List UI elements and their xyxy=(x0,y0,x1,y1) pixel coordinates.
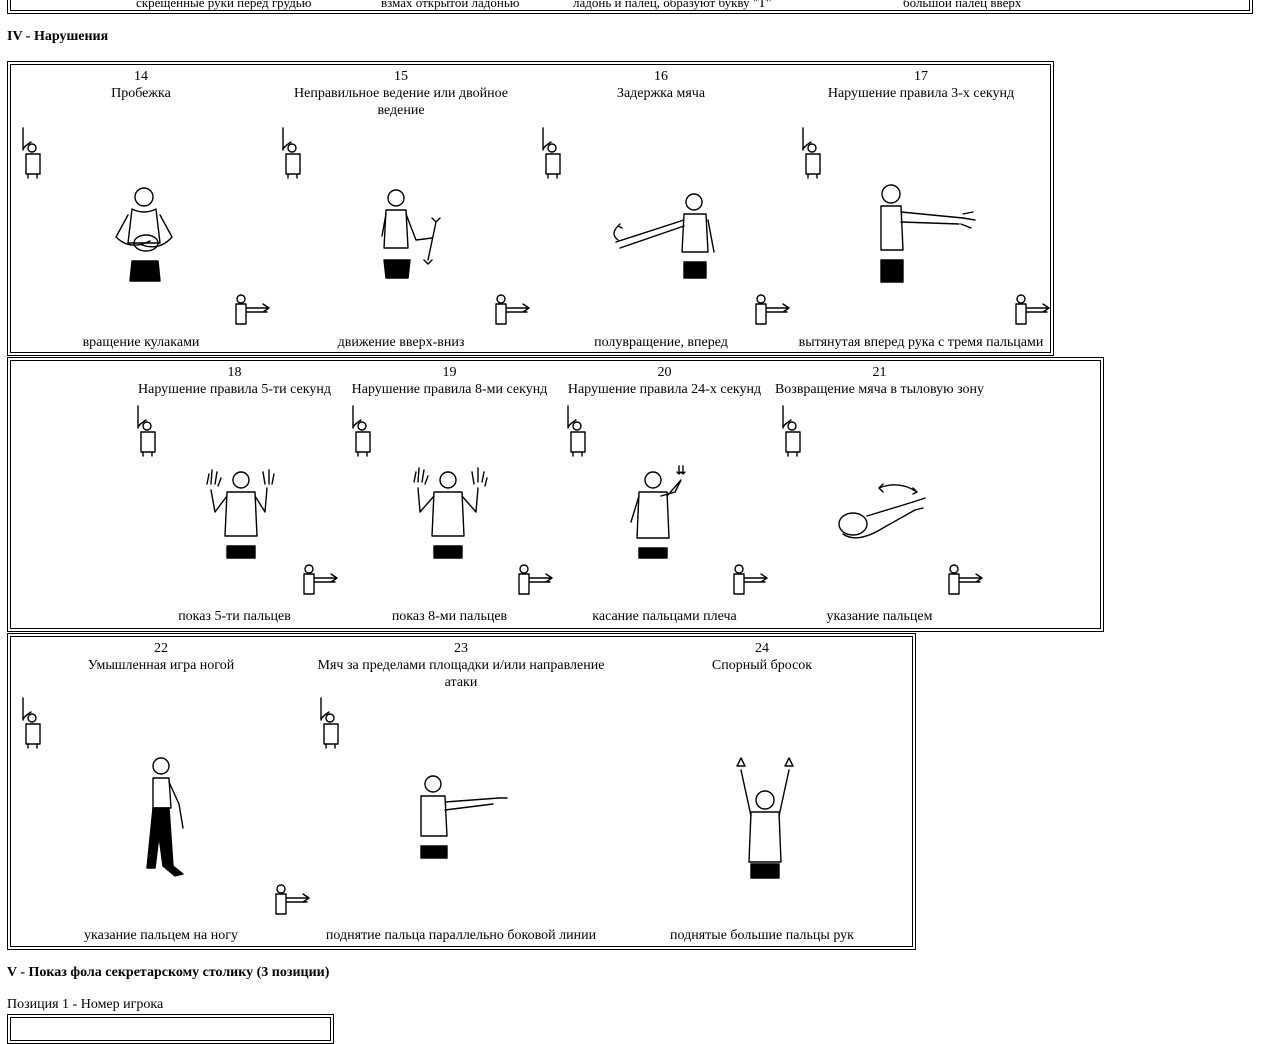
referee-three-fingers-icon xyxy=(880,184,976,283)
section-v-heading: V - Показ фола секретарскому столику (3 … xyxy=(7,965,330,980)
referee-touch-shoulder-icon xyxy=(630,465,686,559)
signal-title: Нарушение правила 3-х секунд xyxy=(827,86,1015,101)
signal-title: Умышленная игра ногой xyxy=(87,658,235,673)
signal-cell-20: 20 Нарушение правила 24-х секунд касание… xyxy=(557,358,772,628)
referee-hand-up-down-icon xyxy=(381,189,441,279)
signal-number: 22 xyxy=(154,641,168,656)
signal-cell-17: 17 Нарушение правила 3-х секунд вытянута… xyxy=(791,62,1051,352)
signal-cell-24: 24 Спорный бросок поднятые большие пальц… xyxy=(611,634,913,946)
signal-number: 15 xyxy=(394,69,408,84)
signal-title: Возвращение мяча в тыловую зону xyxy=(774,382,985,397)
signal-caption: указание пальцем xyxy=(826,609,933,624)
signal-caption: полувращение, вперед xyxy=(594,335,728,350)
signal-title: Нарушение правила 5-ти секунд xyxy=(138,382,331,397)
signal-caption: поднятые большие пальцы рук xyxy=(670,928,854,943)
signal-number: 24 xyxy=(755,641,769,656)
position-1-table xyxy=(7,1014,334,1044)
signal-number: 14 xyxy=(134,69,148,84)
violations-row-3: 22 Умышленная игра ногой указание пальце… xyxy=(7,633,916,950)
referee-point-foot-icon xyxy=(146,757,184,877)
signal-caption: касание пальцами плеча xyxy=(592,609,737,624)
signal-number: 16 xyxy=(654,69,668,84)
signal-cell-16: 16 Задержка мяча полувращение, вперед xyxy=(531,62,791,352)
signal-cell-22: 22 Умышленная игра ногой указание пальце… xyxy=(11,634,311,946)
referee-eight-fingers-icon xyxy=(413,467,488,559)
referee-small-signal-icon xyxy=(518,564,553,595)
signal-number: 18 xyxy=(227,365,242,380)
signal-caption: взмах открытой ладонью xyxy=(381,0,520,10)
referee-small-signal-icon xyxy=(733,564,768,595)
signal-cell-23: 23 Мяч за пределами площадки и/или напра… xyxy=(311,634,611,946)
signal-title: Мяч за пределами площадки и/или направле… xyxy=(317,658,605,690)
signal-caption: скрещенные руки перед грудью xyxy=(136,0,312,10)
referee-hand-raised-icon xyxy=(352,405,371,457)
referee-hand-raised-icon xyxy=(22,127,41,179)
violations-row-2: 18 Нарушение правила 5-ти секунд показ 5… xyxy=(7,357,1104,632)
referee-hand-raised-icon xyxy=(802,127,821,179)
signal-number: 19 xyxy=(442,365,457,380)
signal-number: 17 xyxy=(914,69,928,84)
referee-direction-icon xyxy=(420,775,508,859)
section-iv-heading: IV - Нарушения xyxy=(7,29,109,44)
referee-hand-raised-icon xyxy=(282,127,301,179)
signal-caption: вытянутая вперед рука с тремя пальцами xyxy=(798,335,1044,350)
signal-number: 20 xyxy=(657,365,672,380)
referee-small-signal-icon xyxy=(235,294,270,325)
signal-cell-19: 19 Нарушение правила 8-ми секунд показ 8… xyxy=(342,358,557,628)
signal-number: 21 xyxy=(872,365,887,380)
signal-caption: показ 8-ми пальцев xyxy=(391,609,508,624)
signal-title: Пробежка xyxy=(111,86,171,101)
signal-caption: поднятие пальца параллельно боковой лини… xyxy=(325,928,597,943)
referee-thumbs-up-icon xyxy=(736,757,794,879)
referee-fists-rotation-icon xyxy=(115,187,173,282)
signal-title: Задержка мяча xyxy=(616,86,706,101)
signal-number: 23 xyxy=(454,641,468,656)
referee-small-signal-icon xyxy=(495,294,530,325)
signal-title: Спорный бросок xyxy=(711,658,813,673)
violations-row-1: 14 Пробежка вращение кулаками 15 Неправи… xyxy=(7,61,1054,356)
signal-caption: движение вверх-вниз xyxy=(337,335,465,350)
referee-hand-raised-icon xyxy=(542,127,561,179)
position-1-label: Позиция 1 - Номер игрока xyxy=(7,997,164,1012)
referee-hand-raised-icon xyxy=(320,697,339,749)
referee-small-signal-icon xyxy=(755,294,790,325)
signal-cell-14: 14 Пробежка вращение кулаками xyxy=(11,62,271,352)
referee-small-signal-icon xyxy=(1015,294,1050,325)
referee-hand-raised-icon xyxy=(567,405,586,457)
signal-title: Нарушение правила 24-х секунд xyxy=(567,382,762,397)
previous-signals-table: скрещенные руки перед грудью взмах откры… xyxy=(7,0,1253,14)
referee-hand-raised-icon xyxy=(782,405,801,457)
referee-hand-raised-icon xyxy=(137,405,156,457)
signal-cell-18: 18 Нарушение правила 5-ти секунд показ 5… xyxy=(127,358,342,628)
referee-small-signal-icon xyxy=(275,884,310,915)
referee-small-signal-icon xyxy=(303,564,338,595)
referee-small-signal-icon xyxy=(948,564,983,595)
referee-hand-raised-icon xyxy=(22,697,41,749)
signal-caption: указание пальцем на ногу xyxy=(84,928,238,943)
signal-cell-15: 15 Неправильное ведение или двойное веде… xyxy=(271,62,531,352)
signal-cell-21: 21 Возвращение мяча в тыловую зону указа… xyxy=(772,358,987,628)
referee-five-fingers-icon xyxy=(206,469,275,559)
signal-caption: ладонь и палец, образуют букву "Т" xyxy=(573,0,772,10)
signal-caption: большой палец вверх xyxy=(903,0,1022,10)
signal-caption: показ 5-ти пальцев xyxy=(178,609,291,624)
signal-title: Нарушение правила 8-ми секунд xyxy=(351,382,548,397)
referee-half-rotation-icon xyxy=(613,193,715,279)
signal-title: Неправильное ведение или двойное ведение xyxy=(294,86,508,118)
signal-caption: вращение кулаками xyxy=(82,335,200,350)
referee-pointing-backcourt-icon xyxy=(838,483,926,539)
